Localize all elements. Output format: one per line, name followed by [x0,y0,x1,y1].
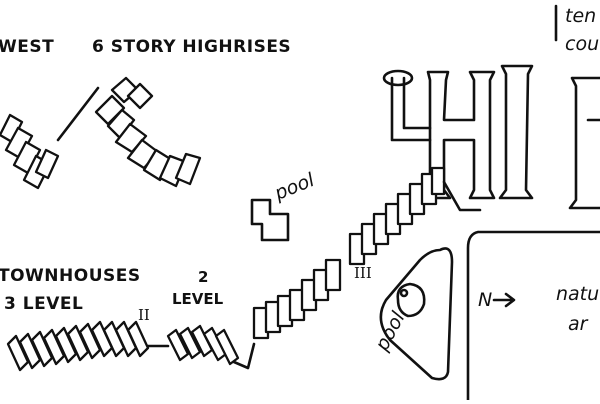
natural-area-boundary [466,230,600,402]
small-pool-top [382,69,414,87]
tennis-label-1: ten [565,5,596,27]
pool-connector [390,76,432,142]
phase-two-label: II [138,306,150,324]
triangle-pool-area [379,247,454,381]
triangle-pool-shape [396,282,426,318]
natural-area-label-2: ar [568,313,589,335]
diagonal-block-chain [252,166,482,340]
i-building [498,64,534,200]
tennis-label-2: cou [565,33,599,55]
west-label: WEST [0,37,54,57]
townhouses-label-1: TOWNHOUSES [0,266,141,286]
tennis-court-building [568,76,600,210]
natural-area-label-1: natu [556,283,599,305]
townhouses-label-2: 3 LEVEL [4,294,83,314]
row-to-chain-connector [232,342,256,370]
north-arrow-icon [492,292,516,308]
divider-line [56,86,100,142]
north-label: N [478,289,492,311]
highrise-right-group [94,76,202,188]
highrise-left-group [0,113,60,190]
townhouse-row-3-level [6,320,150,372]
phase-three-label: III [354,264,372,282]
pool-center-shape [250,198,290,242]
two-level-label-2: LEVEL [172,290,224,308]
highrises-label: 6 STORY HIGHRISES [92,37,291,57]
two-level-label-1: 2 [198,268,208,286]
pool-center-label: pool [271,169,318,205]
townhouse-row-2-level [166,324,240,366]
